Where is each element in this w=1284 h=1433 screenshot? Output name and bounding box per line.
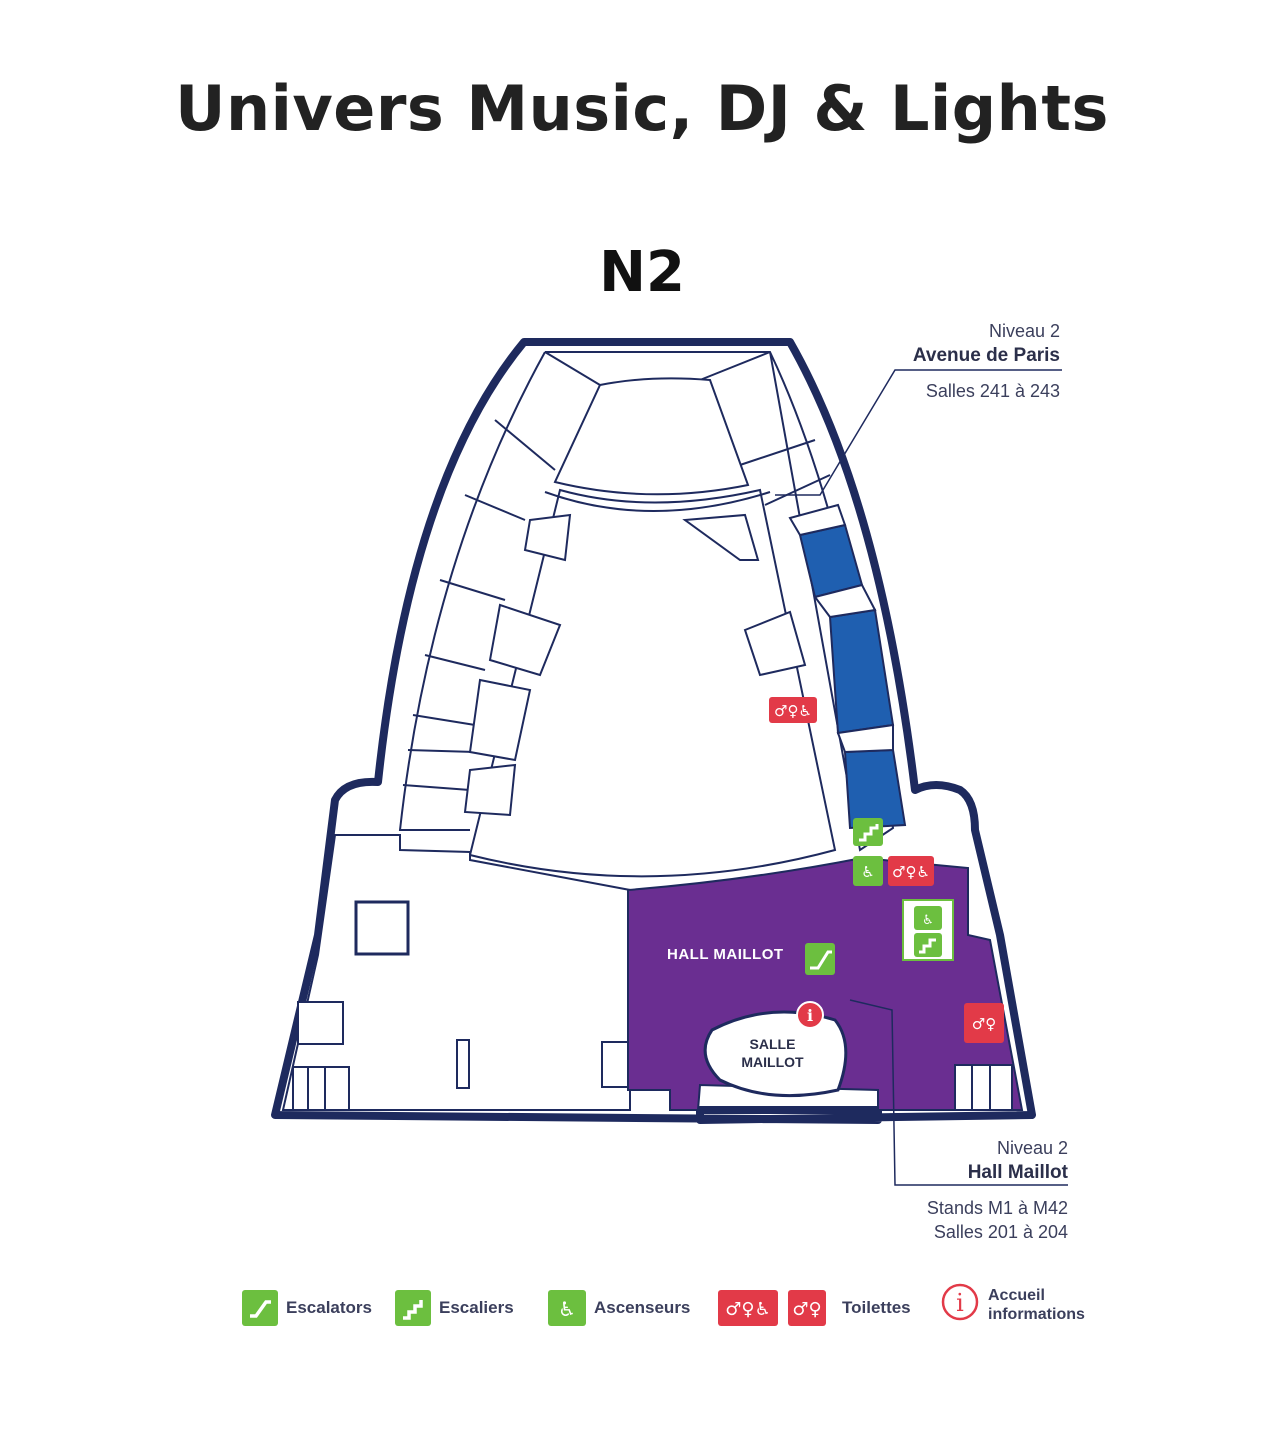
stairs-icon <box>395 1290 431 1326</box>
legend-escaliers: Escaliers <box>395 1290 514 1326</box>
elevator-icon-map-1: ♿ <box>853 856 883 886</box>
salle-maillot <box>703 1010 848 1098</box>
page-title: Univers Music, DJ & Lights <box>175 72 1109 145</box>
toilet-icon-map-2: ♂♀♿ <box>888 856 934 886</box>
svg-text:♂♀: ♂♀ <box>792 1299 821 1320</box>
callout-detail: Salles 241 à 243 <box>925 381 1060 401</box>
legend-accueil-line-2: informations <box>988 1305 1085 1323</box>
legend-escalators-label: Escalators <box>286 1298 372 1317</box>
svg-text:♂♀♿: ♂♀♿ <box>892 863 930 881</box>
salle-label-line-2: MAILLOT <box>741 1054 804 1070</box>
legend-ascenseurs-label: Ascenseurs <box>594 1298 691 1317</box>
callout-hall-maillot: Niveau 2 Hall Maillot Stands M1 à M42 Sa… <box>868 1136 1068 1244</box>
elevator-icon: ♿ <box>548 1290 586 1326</box>
svg-text:♂♀♿: ♂♀♿ <box>774 702 812 720</box>
legend-toilettes-label: Toilettes <box>842 1298 911 1317</box>
svg-text:♿: ♿ <box>922 913 934 928</box>
svg-text:i: i <box>956 1289 964 1317</box>
auditorium <box>468 488 837 878</box>
toilet-icon-map-1: ♂♀♿ <box>769 697 817 723</box>
legend-accueil: i Accueil informations <box>940 1282 1085 1327</box>
info-icon: i <box>940 1282 980 1327</box>
callout-name: Hall Maillot <box>967 1162 1068 1183</box>
callout-avenue-de-paris: Niveau 2 Avenue de Paris Salles 241 à 24… <box>860 319 1060 403</box>
legend-escalators: Escalators <box>242 1290 372 1326</box>
callout-detail-2: Salles 201 à 204 <box>933 1222 1068 1242</box>
legend-toilettes: ♂♀♿ ♂♀ Toilettes <box>718 1290 911 1326</box>
legend-accueil-label: Accueil informations <box>980 1286 1085 1324</box>
level-label: N2 <box>599 240 685 305</box>
stairs-icon-map-1 <box>853 818 883 846</box>
svg-text:♿: ♿ <box>861 863 874 881</box>
callout-level: Niveau 2 <box>996 1138 1068 1158</box>
callout-detail-1: Stands M1 à M42 <box>926 1198 1068 1218</box>
legend: Escalators Escaliers ♿ Ascenseurs ♂♀♿ ♂♀… <box>240 1280 1120 1340</box>
toilet-accessible-icon: ♂♀♿ <box>718 1290 778 1326</box>
hall-maillot-label: HALL MAILLOT <box>667 946 784 963</box>
info-icon-map: i <box>796 1001 824 1029</box>
legend-accueil-line-1: Accueil <box>988 1286 1045 1304</box>
svg-text:♿: ♿ <box>558 1297 576 1321</box>
stairs-icon-map-2 <box>914 933 942 957</box>
svg-text:♂♀♿: ♂♀♿ <box>725 1299 770 1320</box>
escalator-icon-map <box>805 943 835 975</box>
toilet-icon-map-3: ♂♀ <box>964 1003 1004 1043</box>
toilet-icon: ♂♀ <box>788 1290 826 1326</box>
salle-label-line-1: SALLE <box>749 1036 796 1052</box>
svg-text:i: i <box>807 1006 813 1025</box>
svg-text:♂♀: ♂♀ <box>972 1015 996 1033</box>
escalator-icon <box>242 1290 278 1326</box>
salle-maillot-label: SALLE MAILLOT <box>725 1035 820 1071</box>
legend-escaliers-label: Escaliers <box>439 1298 514 1317</box>
legend-ascenseurs: ♿ Ascenseurs <box>548 1290 690 1326</box>
callout-name: Avenue de Paris <box>912 345 1060 366</box>
callout-level: Niveau 2 <box>988 321 1060 341</box>
